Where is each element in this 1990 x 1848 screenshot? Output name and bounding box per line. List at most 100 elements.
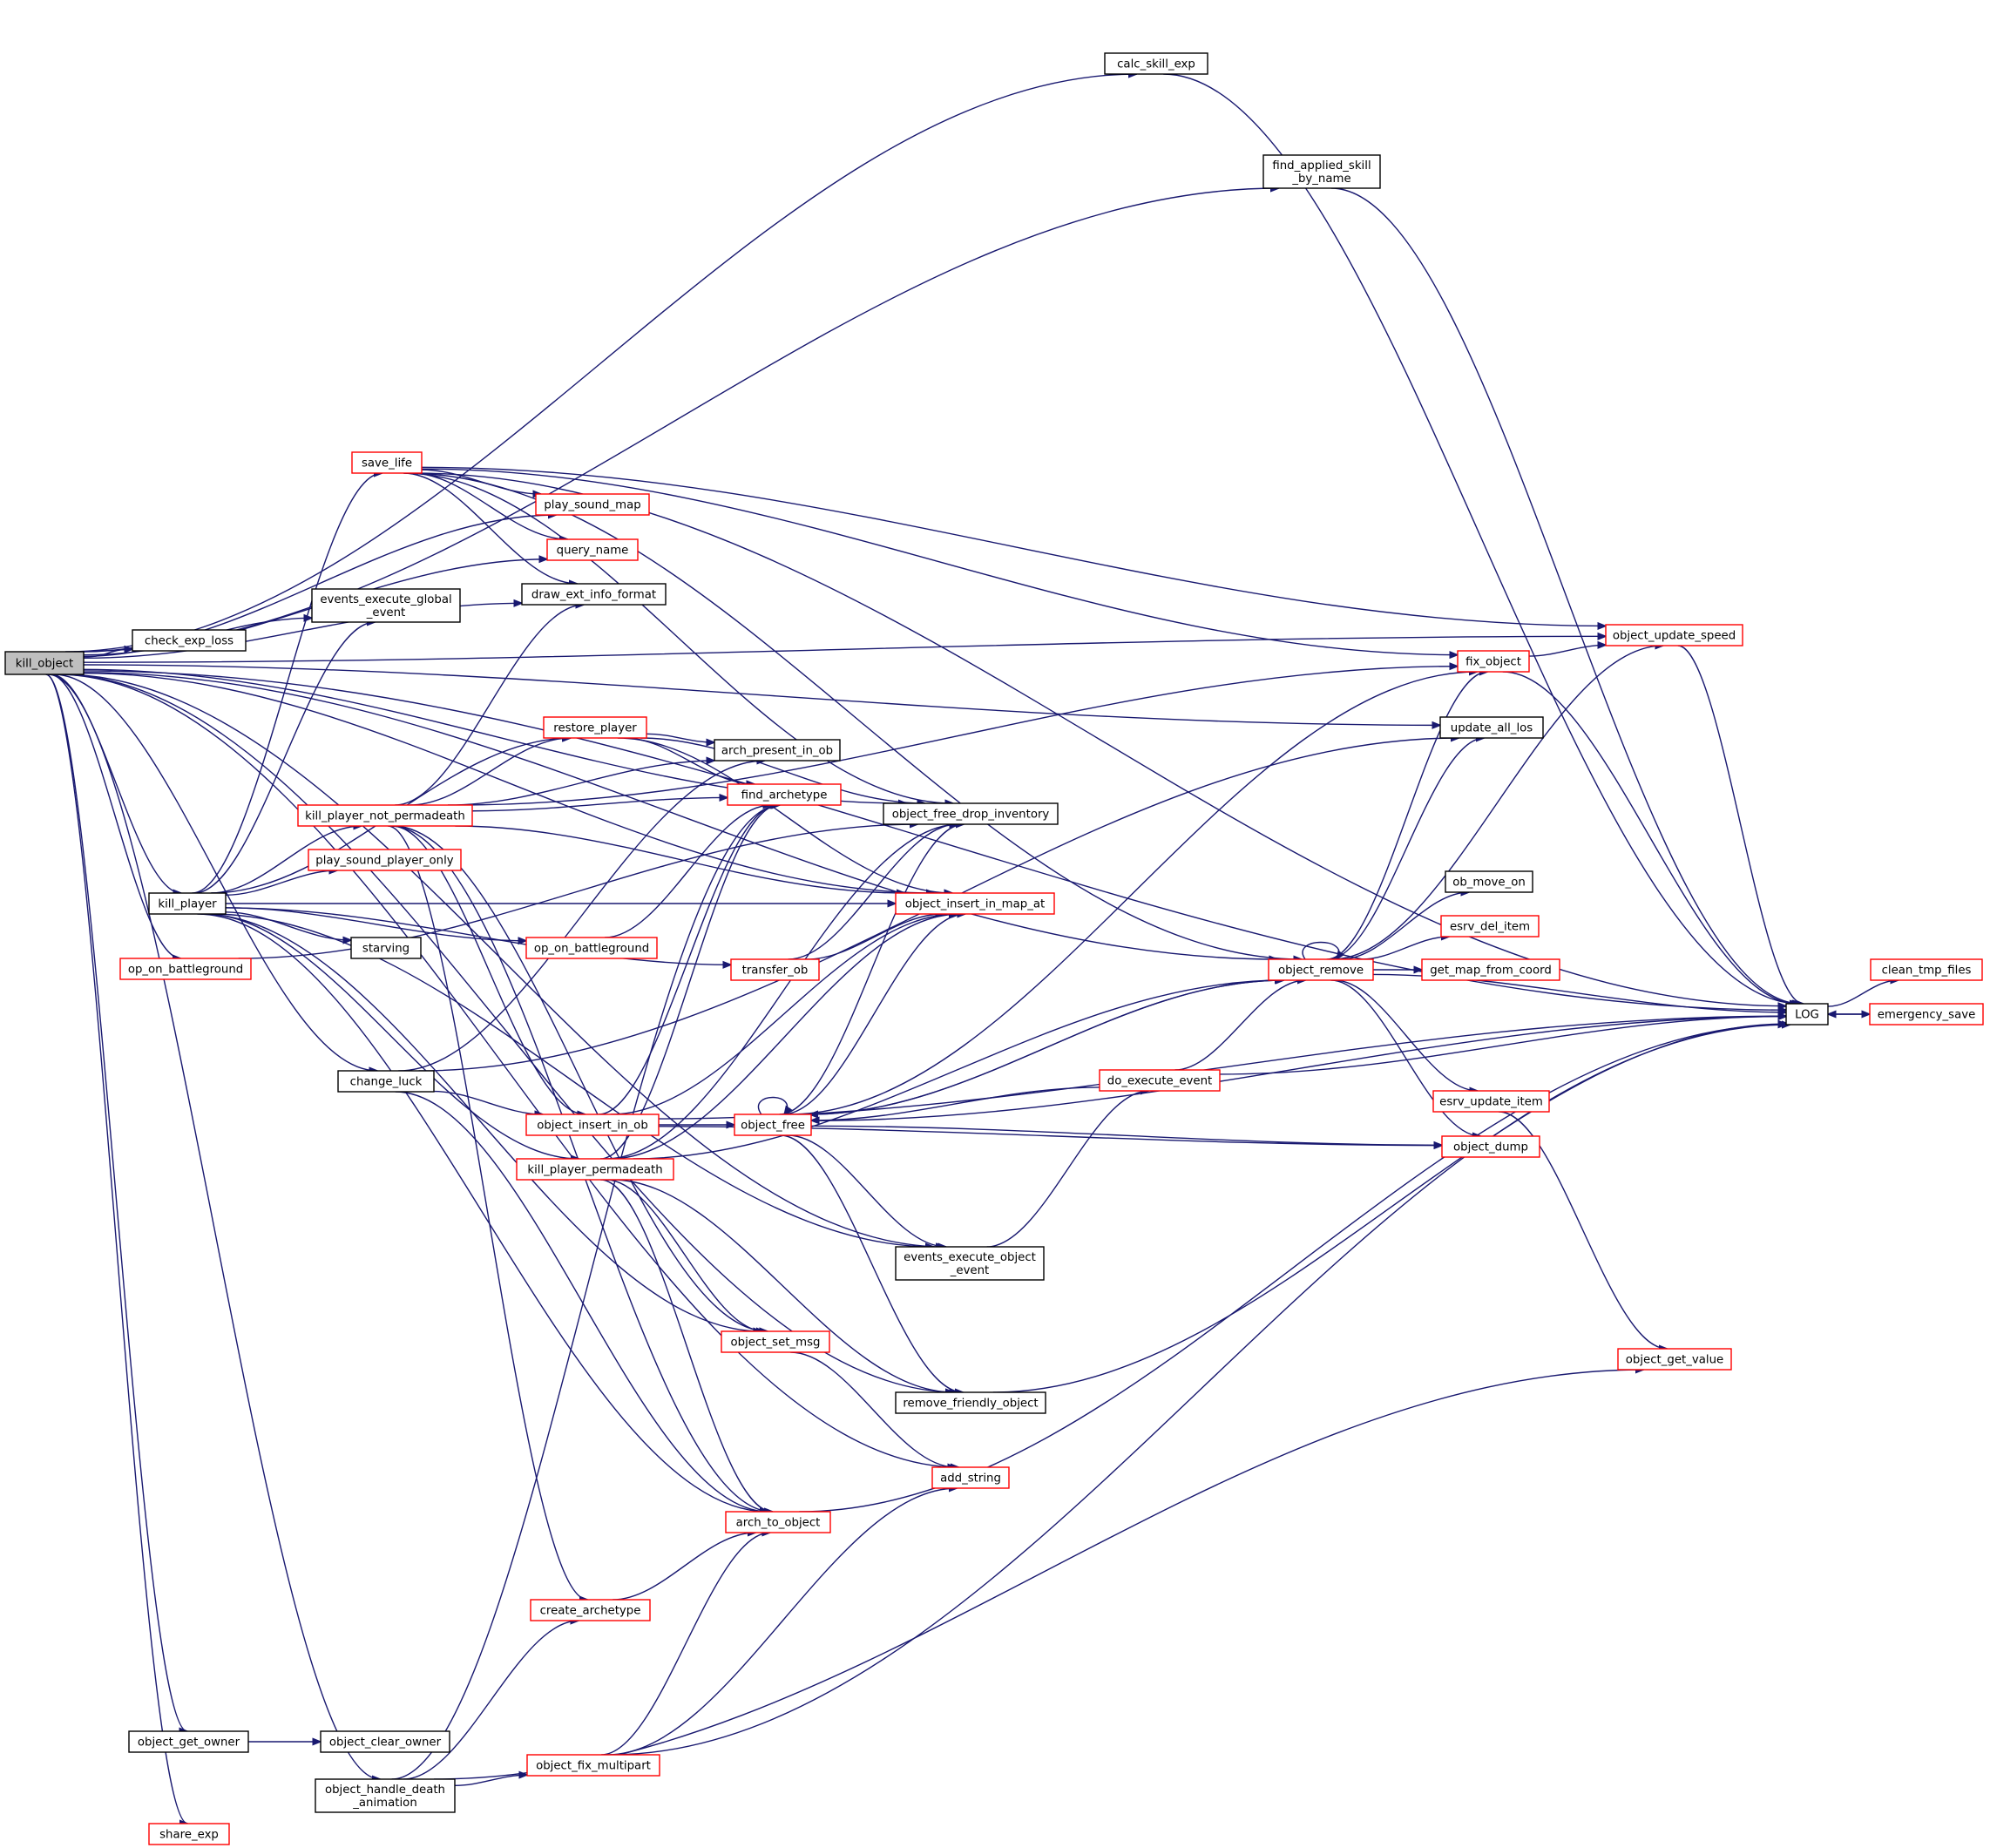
node-box[interactable] — [525, 937, 658, 959]
node-clean-tmp-files[interactable]: clean_tmp_files — [1870, 958, 1983, 981]
node-box[interactable] — [734, 1114, 812, 1136]
node-box[interactable] — [1441, 1135, 1540, 1158]
node-object-free[interactable]: object_free — [734, 1114, 812, 1136]
node-box[interactable] — [1262, 154, 1381, 189]
node-box[interactable] — [931, 1466, 1010, 1489]
node-box[interactable] — [1432, 1090, 1550, 1113]
node-box[interactable] — [1440, 915, 1540, 938]
node-find-archetype[interactable]: find_archetype — [727, 783, 842, 806]
node-box[interactable] — [148, 1823, 230, 1845]
node-box[interactable] — [725, 1511, 831, 1533]
node-box[interactable] — [516, 1158, 674, 1181]
node-box[interactable] — [721, 1330, 830, 1353]
node-kill-player-permadeath[interactable]: kill_player_permadeath — [516, 1158, 674, 1181]
node-arch-to-object[interactable]: arch_to_object — [725, 1511, 831, 1533]
node-box[interactable] — [4, 651, 85, 675]
node-add-string[interactable]: add_string — [931, 1466, 1010, 1489]
node-object-clear-owner[interactable]: object_clear_owner — [320, 1730, 450, 1753]
node-object-set-msg[interactable]: object_set_msg — [721, 1330, 830, 1353]
node-box[interactable] — [543, 716, 647, 739]
node-box[interactable] — [1870, 958, 1983, 981]
node-create-archetype[interactable]: create_archetype — [530, 1599, 651, 1621]
node-box[interactable] — [1605, 624, 1743, 646]
node-object-get-owner[interactable]: object_get_owner — [128, 1730, 249, 1753]
node-box[interactable] — [1869, 1003, 1984, 1026]
node-box[interactable] — [337, 1070, 435, 1093]
node-object-free-drop-inventory[interactable]: object_free_drop_inventory — [883, 802, 1059, 825]
node-box[interactable] — [119, 958, 252, 980]
node-box[interactable] — [132, 629, 247, 652]
node-emergency-save[interactable]: emergency_save — [1869, 1003, 1984, 1026]
node-box[interactable] — [1445, 870, 1533, 893]
node-box[interactable] — [315, 1778, 456, 1813]
node-remove-friendly-object[interactable]: remove_friendly_object — [895, 1391, 1046, 1414]
node-box[interactable] — [526, 1754, 660, 1777]
node-restore-player[interactable]: restore_player — [543, 716, 647, 739]
node-fix-object[interactable]: fix_object — [1457, 650, 1530, 673]
node-box[interactable] — [1785, 1003, 1829, 1026]
node-esrv-update-item[interactable]: esrv_update_item — [1432, 1090, 1550, 1113]
node-draw-ext-info-format[interactable]: draw_ext_info_format — [521, 583, 667, 606]
node-box[interactable] — [350, 937, 422, 959]
node-update-all-los[interactable]: update_all_los — [1439, 716, 1544, 739]
node-arch-present-in-ob[interactable]: arch_present_in_ob — [714, 739, 841, 762]
node-box[interactable] — [730, 958, 820, 981]
node-starving[interactable]: starving — [350, 937, 422, 959]
node-object-handle-death-animation[interactable]: object_handle_death_animation — [315, 1778, 456, 1813]
node-box[interactable] — [714, 739, 841, 762]
node-box[interactable] — [308, 849, 462, 871]
node-box[interactable] — [1421, 958, 1560, 981]
node-check-exp-loss[interactable]: check_exp_loss — [132, 629, 247, 652]
node-box[interactable] — [1617, 1348, 1732, 1371]
node-box[interactable] — [546, 538, 639, 561]
node-ob-move-on[interactable]: ob_move_on — [1445, 870, 1533, 893]
node-box[interactable] — [351, 451, 423, 474]
node-box[interactable] — [895, 1246, 1045, 1281]
node-do-execute-event[interactable]: do_execute_event — [1099, 1069, 1221, 1092]
node-box[interactable] — [895, 1391, 1046, 1414]
node-box[interactable] — [521, 583, 667, 606]
node-kill-player-not-permadeath[interactable]: kill_player_not_permadeath — [297, 804, 473, 827]
node-share-exp[interactable]: share_exp — [148, 1823, 230, 1845]
node-LOG[interactable]: LOG — [1785, 1003, 1829, 1026]
node-play-sound-map[interactable]: play_sound_map — [535, 493, 650, 516]
node-query-name[interactable]: query_name — [546, 538, 639, 561]
node-box[interactable] — [883, 802, 1059, 825]
node-box[interactable] — [1104, 52, 1208, 75]
node-get-map-from-coord[interactable]: get_map_from_coord — [1421, 958, 1560, 981]
node-box[interactable] — [1268, 958, 1374, 981]
node-box[interactable] — [525, 1114, 660, 1136]
node-box[interactable] — [535, 493, 650, 516]
node-object-remove[interactable]: object_remove — [1268, 958, 1374, 981]
node-object-update-speed[interactable]: object_update_speed — [1605, 624, 1743, 646]
node-box[interactable] — [297, 804, 473, 827]
node-op-on-battleground-1[interactable]: op_on_battleground — [119, 958, 252, 980]
node-box[interactable] — [148, 892, 227, 915]
node-change-luck[interactable]: change_luck — [337, 1070, 435, 1093]
node-object-get-value[interactable]: object_get_value — [1617, 1348, 1732, 1371]
node-box[interactable] — [895, 892, 1055, 915]
node-box[interactable] — [1099, 1069, 1221, 1092]
node-events-execute-object-event[interactable]: events_execute_object_event — [895, 1246, 1045, 1281]
node-kill-object[interactable]: kill_object — [4, 651, 85, 675]
node-object-insert-in-ob[interactable]: object_insert_in_ob — [525, 1114, 660, 1136]
node-box[interactable] — [320, 1730, 450, 1753]
node-calc-skill-exp[interactable]: calc_skill_exp — [1104, 52, 1208, 75]
node-box[interactable] — [530, 1599, 651, 1621]
node-object-insert-in-map-at[interactable]: object_insert_in_map_at — [895, 892, 1055, 915]
node-esrv-del-item[interactable]: esrv_del_item — [1440, 915, 1540, 938]
node-object-fix-multipart[interactable]: object_fix_multipart — [526, 1754, 660, 1777]
node-play-sound-player-only[interactable]: play_sound_player_only — [308, 849, 462, 871]
node-box[interactable] — [1439, 716, 1544, 739]
node-transfer-ob[interactable]: transfer_ob — [730, 958, 820, 981]
node-object-dump[interactable]: object_dump — [1441, 1135, 1540, 1158]
node-op-on-battleground-2[interactable]: op_on_battleground — [525, 937, 658, 959]
node-kill-player[interactable]: kill_player — [148, 892, 227, 915]
node-save-life[interactable]: save_life — [351, 451, 423, 474]
node-box[interactable] — [727, 783, 842, 806]
node-events-execute-global-event[interactable]: events_execute_global_event — [311, 588, 461, 623]
node-find-applied-skill-by-name[interactable]: find_applied_skill_by_name — [1262, 154, 1381, 189]
node-box[interactable] — [1457, 650, 1530, 673]
node-box[interactable] — [311, 588, 461, 623]
node-box[interactable] — [128, 1730, 249, 1753]
